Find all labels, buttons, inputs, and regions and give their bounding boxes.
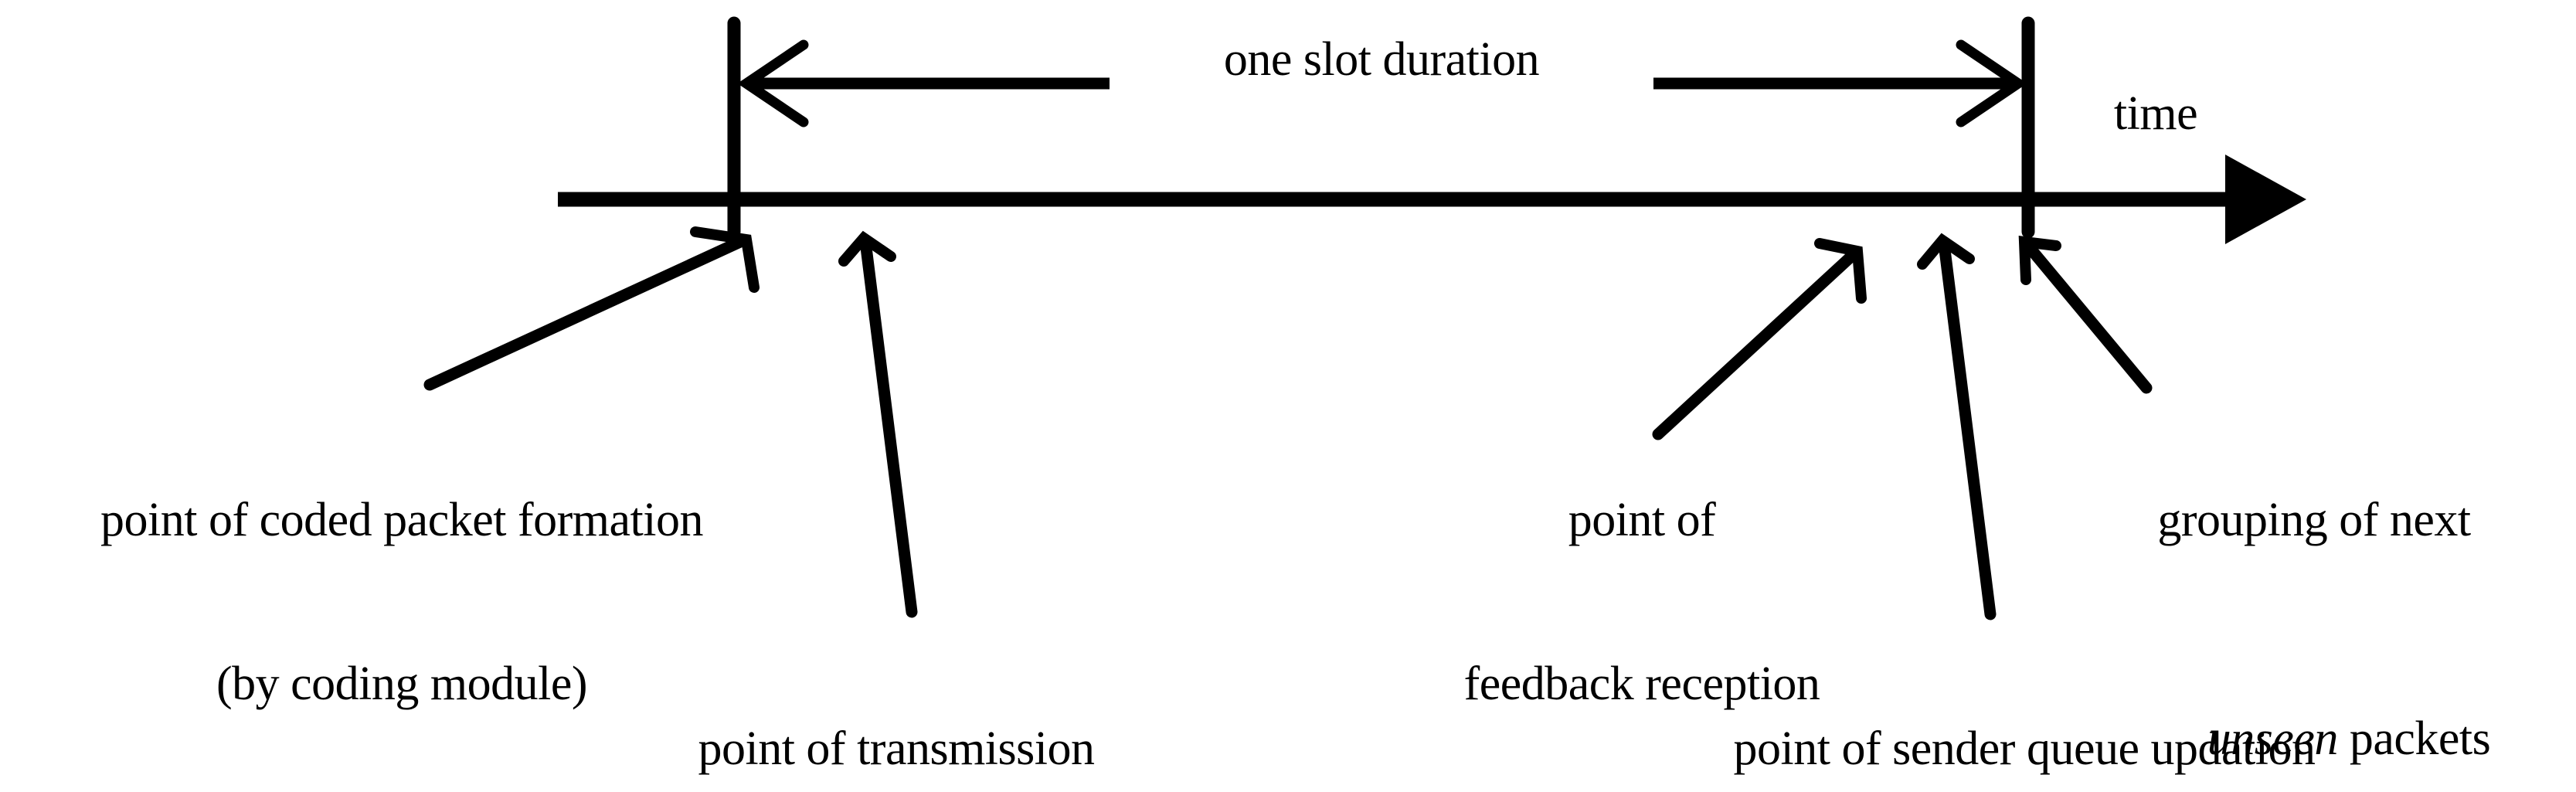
slot-duration-left-arrowhead-icon — [737, 39, 809, 127]
leader-shaft-sender-queue-updation — [1938, 237, 1997, 620]
time-axis — [558, 155, 2306, 244]
annotation-coded-packet-formation: point of coded packet formation (by codi… — [100, 384, 703, 792]
leader-arrow-feedback-reception — [1652, 238, 1867, 440]
annotation-coded-packet-formation-line-1: point of coded packet formation — [100, 494, 703, 547]
slot-duration-measure — [737, 39, 2027, 127]
leader-shaft-coded-packet-formation — [423, 235, 748, 391]
leader-arrowhead-grouping-next-unseen-icon — [2018, 236, 2061, 285]
annotation-feedback-reception-line-1: point of — [1568, 494, 1716, 547]
time-axis-arrowhead-icon — [2225, 155, 2306, 244]
annotation-sender-queue-updation-line-1: point of sender queue updation — [1733, 722, 2316, 776]
annotation-grouping-next-unseen: grouping of next unseen packets — [2138, 384, 2491, 792]
leader-arrow-transmission — [838, 230, 918, 618]
leader-arrowhead-sender-queue-updation-icon — [1917, 233, 1975, 270]
annotation-sender-queue-updation: point of sender queue updation (by queue… — [1734, 613, 2316, 792]
slot-duration-label: one slot duration — [1223, 33, 1540, 86]
leader-arrow-coded-packet-formation — [423, 226, 760, 391]
leader-arrow-grouping-next-unseen — [2018, 236, 2153, 394]
annotation-coded-packet-formation-line-2: (by coding module) — [216, 658, 588, 711]
leader-arrowhead-coded-packet-formation-icon — [690, 226, 760, 293]
time-axis-label: time — [2113, 87, 2198, 140]
annotation-grouping-next-unseen-line-1: grouping of next — [2157, 494, 2471, 547]
leader-arrow-sender-queue-updation — [1917, 233, 1997, 620]
annotation-grouping-next-unseen-line-2: unseen packets — [2138, 657, 2491, 792]
leader-shaft-feedback-reception — [1652, 249, 1859, 440]
leader-shaft-transmission — [859, 235, 918, 618]
annotation-feedback-reception-line-2: feedback reception — [1463, 658, 1820, 711]
leader-arrowhead-transmission-icon — [838, 230, 896, 267]
leader-arrowhead-feedback-reception-icon — [1814, 238, 1867, 304]
annotation-transmission-line-1: point of transmission — [698, 722, 1095, 776]
annotation-transmission: point of transmission — [698, 613, 1095, 792]
annotation-feedback-reception: point of feedback reception — [1464, 384, 1820, 792]
slot-duration-right-arrowhead-icon — [1956, 39, 2027, 127]
annotation-italic-word: unseen — [2207, 712, 2339, 766]
annotation-grouping-next-unseen-tail: packets — [2337, 712, 2491, 766]
leader-shaft-grouping-next-unseen — [2021, 239, 2153, 394]
